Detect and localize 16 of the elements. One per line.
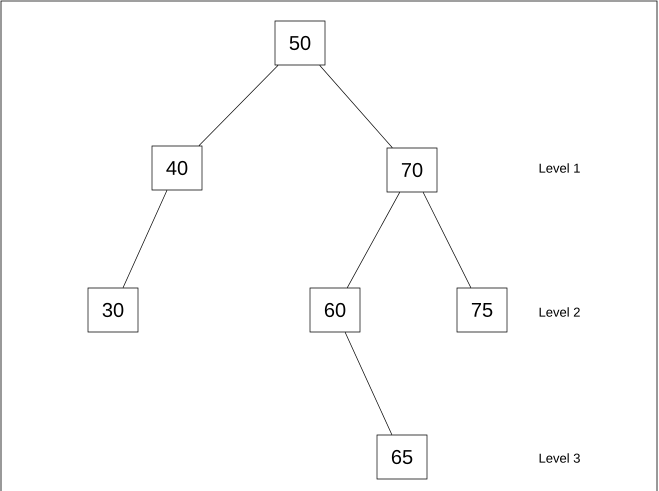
connector-line [198,65,278,146]
number-box: 50 [274,20,326,66]
level-label: Level 2 [540,307,580,317]
number-box: 75 [456,288,508,332]
number-box: 65 [376,434,428,480]
connector-line [422,192,472,288]
connector-line [344,332,392,435]
connector-line [319,65,393,148]
level-label: Level 3 [540,453,580,463]
number-box: 70 [386,148,438,192]
connector-line [346,192,400,288]
level-label: Level 1 [540,163,580,173]
number-box: 30 [88,288,138,332]
connector-line [122,190,168,288]
number-box: 40 [152,146,202,190]
number-box: 60 [310,288,360,332]
